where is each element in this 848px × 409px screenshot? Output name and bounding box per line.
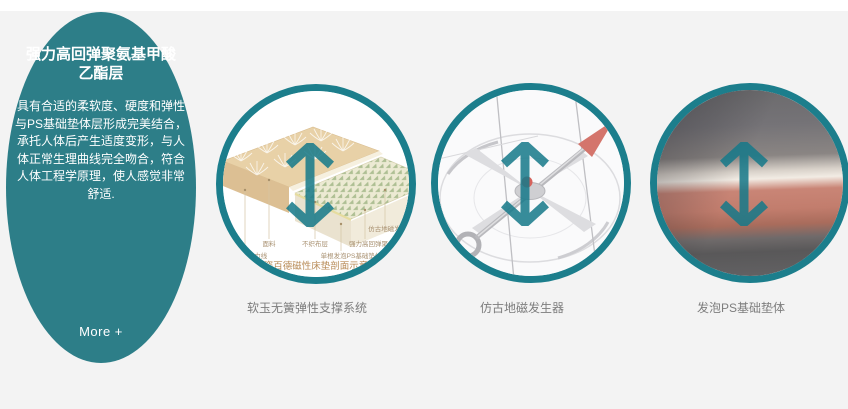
promo-card: 强力高回弹聚氨基甲酸 乙酯层 具有合适的柔软度、硬度和弹性与PS基础垫体层形成完… (6, 12, 196, 363)
double-vertical-arrow-icon (720, 142, 768, 226)
foam-base-photo (657, 90, 843, 276)
diagram-label-ps-base: 单根发泡PS基础垫体 (321, 251, 382, 260)
promo-title: 强力高回弹聚氨基甲酸 乙酯层 (6, 12, 196, 83)
promo-body-text: 具有合适的柔软度、硬度和弹性与PS基础垫体层形成完美结合，承托人体后产生适度变形… (14, 99, 187, 201)
diagram-label-nonwoven: 不织布层 (302, 239, 329, 248)
double-vertical-arrow-icon (286, 143, 334, 227)
double-vertical-arrow-icon (501, 142, 549, 226)
feature-image-compass[interactable] (431, 83, 631, 283)
mattress-diagram: 面料 模拟磁力线 不织布层 单根发泡PS基础垫体 强力高回弹聚氨酯 仿古地磁发生… (223, 91, 409, 277)
diagram-label-magnetic-lines: 模拟磁力线 (235, 251, 268, 260)
compass-illustration (438, 90, 624, 276)
feature-caption-ps-base: 发泡PS基础垫体 (696, 301, 785, 315)
diagram-label-geomagnetic: 仿古地磁发生器 (368, 224, 409, 233)
feature-image-mattress-diagram[interactable]: 面料 模拟磁力线 不织布层 单根发泡PS基础垫体 强力高回弹聚氨酯 仿古地磁发生… (216, 84, 416, 284)
feature-image-foam-base[interactable] (650, 83, 848, 283)
top-white-strip (0, 0, 848, 11)
diagram-caption: 康姿百德磁性床垫剖面示意图 (254, 260, 378, 272)
diagram-label-polyurethane: 强力高回弹聚氨酯 (349, 239, 402, 248)
diagram-label-fabric: 面料 (263, 239, 277, 248)
more-button[interactable]: More + (79, 324, 123, 339)
promo-title-line1: 强力高回弹聚氨基甲酸 (25, 46, 176, 63)
feature-caption-support-system: 软玉无簧弹性支撑系统 (246, 301, 367, 315)
feature-caption-geomagnetic-generator: 仿古地磁发生器 (479, 301, 564, 315)
promo-title-line2: 乙酯层 (78, 65, 124, 82)
